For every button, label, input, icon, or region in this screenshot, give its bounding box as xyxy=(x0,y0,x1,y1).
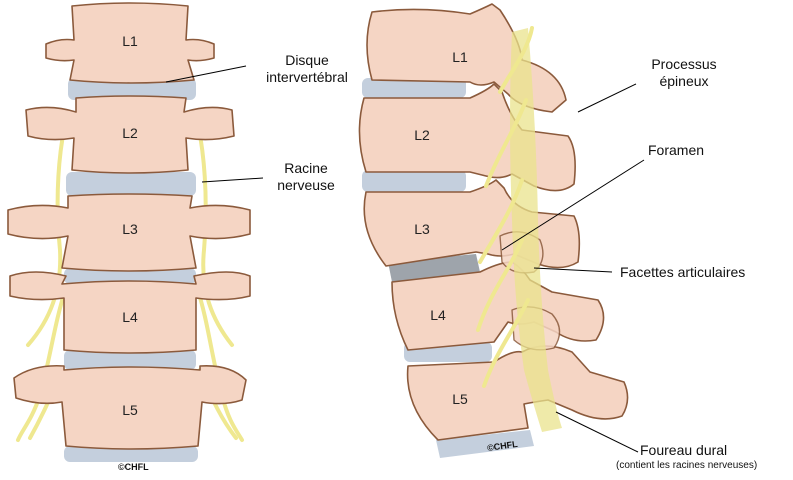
leader-foramen xyxy=(501,159,645,251)
front-disc-l4-l5 xyxy=(64,350,196,370)
label-racine-nerveuse: Racine nerveuse xyxy=(264,160,348,194)
front-vertebra-l3 xyxy=(7,193,251,272)
front-vertebra-l4 xyxy=(9,271,251,354)
side-vertebra-label: L4 xyxy=(430,307,446,323)
label-foureau-note: (contient les racines nerveuses) xyxy=(616,460,758,471)
label-facettes-articulaires: Facettes articulaires xyxy=(620,264,746,280)
leader-disque xyxy=(165,65,247,83)
label-line: Processus xyxy=(651,56,717,72)
side-nerve-root xyxy=(482,298,530,388)
front-disc-l1-l2 xyxy=(68,78,196,100)
front-vertebra-label: L4 xyxy=(122,309,138,325)
front-nerve-root xyxy=(195,286,244,442)
side-disc-s1 xyxy=(436,430,534,458)
side-vertebra-label: L1 xyxy=(452,49,468,65)
side-vertebra-label: L2 xyxy=(414,127,430,143)
leader-processus xyxy=(577,83,637,113)
label-line: épineux xyxy=(659,73,709,89)
front-vertebra-l5 xyxy=(13,364,247,450)
leader-racine xyxy=(201,177,264,183)
leader-foureau xyxy=(555,411,639,453)
front-nerve-root xyxy=(193,110,234,347)
front-nerve-root xyxy=(26,110,70,347)
front-vertebra-label: L2 xyxy=(122,125,138,141)
side-nerve-root xyxy=(478,178,524,264)
front-vertebra-label: L5 xyxy=(122,402,138,418)
label-line: Disque xyxy=(285,52,329,68)
leader-facettes xyxy=(533,267,613,273)
side-nerve-root xyxy=(476,238,524,332)
front-disc-s1 xyxy=(64,446,198,462)
label-line: intervertébral xyxy=(266,69,348,85)
label-foureau-dural: Foureau dural xyxy=(640,442,728,458)
side-vertebra-label: L3 xyxy=(414,221,430,237)
label-processus-epineux: Processus épineux xyxy=(640,56,728,90)
label-line: Racine xyxy=(284,160,328,176)
front-disc-l2-l3 xyxy=(66,172,196,196)
front-view: L1 L2 L3 L4 L5 xyxy=(7,2,251,462)
label-disque-intervertebral: Disque intervertébral xyxy=(252,52,362,86)
front-vertebra-label: L3 xyxy=(122,221,138,237)
label-line: nerveuse xyxy=(277,177,335,193)
front-vertebra-l1 xyxy=(45,2,215,84)
front-vertebra-label: L1 xyxy=(122,33,138,49)
side-nerve-root xyxy=(484,98,528,188)
label-foramen: Foramen xyxy=(648,142,705,158)
side-vertebra-label: L5 xyxy=(452,391,468,407)
side-disc-l2-l3 xyxy=(362,170,466,192)
side-disc-l1-l2 xyxy=(362,78,466,98)
dural-sheath xyxy=(510,28,562,432)
copyright-front: ©CHFL xyxy=(118,462,149,472)
front-vertebra-l2 xyxy=(25,95,235,174)
side-view: L1 L2 L3 L4 L5 xyxy=(358,3,629,458)
side-nerve-root xyxy=(498,26,534,94)
front-disc-l3-l4 xyxy=(64,268,196,284)
